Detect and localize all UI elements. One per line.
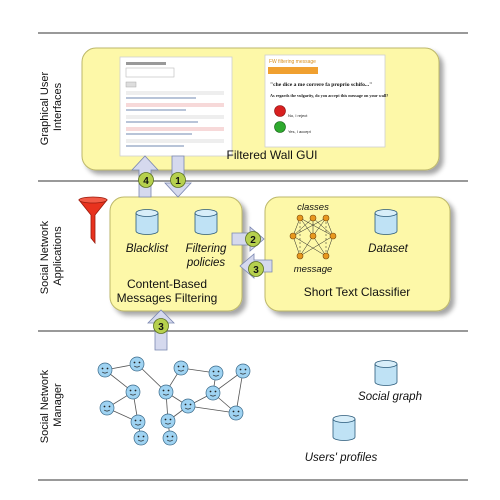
step-2-badge: 2 <box>245 231 261 247</box>
user-node-icon <box>125 384 141 400</box>
user-node-icon <box>235 363 251 379</box>
step-1-badge: 1 <box>170 172 186 188</box>
filter-popup-thumbnail: FW filtering message "che dice a me corr… <box>264 54 388 148</box>
short-text-classifier-box: classes message Dataset Short Text Class… <box>264 196 451 312</box>
cbmf-title-2: Messages Filtering <box>117 291 218 305</box>
classes-label: classes <box>297 202 329 213</box>
user-node-icon <box>162 430 178 446</box>
svg-text:2: 2 <box>250 235 256 246</box>
user-node-icon <box>133 430 149 446</box>
users-profiles-label: Users' profiles <box>305 452 378 464</box>
svg-text:1: 1 <box>175 176 181 187</box>
svg-text:3: 3 <box>158 322 164 333</box>
user-node-icon <box>97 362 113 378</box>
filtering-policies-label-1: Filtering <box>186 243 228 255</box>
svg-text:3: 3 <box>253 265 259 276</box>
user-node-icon <box>129 356 145 372</box>
layer-label-gui: Graphical User Interfaces <box>39 69 64 145</box>
social-graph-database-icon <box>374 360 398 386</box>
filtering-policies-label-2: policies <box>186 257 226 269</box>
layer-separators <box>38 32 468 481</box>
user-node-icon <box>160 413 176 429</box>
cbmf-title-1: Content-Based <box>127 277 207 291</box>
content-based-filtering-box: Blacklist Filtering policies Content-Bas… <box>109 196 243 312</box>
dataset-label: Dataset <box>368 243 408 255</box>
step-3-manager-badge: 3 <box>153 318 169 334</box>
blacklist-database-icon <box>135 209 159 235</box>
step-4-badge: 4 <box>138 172 154 188</box>
reject-option-icon[interactable] <box>274 105 286 117</box>
layer-label-sna: Social Network Applications <box>39 218 64 294</box>
filtered-wall-gui-box: FW filtering message "che dice a me corr… <box>81 47 440 171</box>
step-3-classifier-badge: 3 <box>248 261 264 277</box>
dataset-database-icon <box>374 209 398 235</box>
funnel-icon <box>78 196 108 245</box>
message-label: message <box>294 264 333 275</box>
social-graph-label: Social graph <box>358 391 422 403</box>
wall-screenshot-thumbnail <box>119 56 233 157</box>
social-graph-network <box>97 356 251 446</box>
user-node-icon <box>173 360 189 376</box>
user-node-icon <box>228 405 244 421</box>
accept-option-icon[interactable] <box>274 121 286 133</box>
option-no-label: No, I reject <box>288 113 308 118</box>
user-node-icon <box>180 398 196 414</box>
user-node-icon <box>205 385 221 401</box>
popup-header: FW filtering message <box>269 59 316 65</box>
user-node-icon <box>130 414 146 430</box>
popup-question: As regards the vulgarity, do you accept … <box>270 93 388 98</box>
stc-title: Short Text Classifier <box>304 285 410 299</box>
user-node-icon <box>158 384 174 400</box>
blacklist-label: Blacklist <box>126 243 169 255</box>
svg-text:4: 4 <box>143 176 149 187</box>
user-node-icon <box>208 365 224 381</box>
graph-edge <box>187 405 237 414</box>
user-node-icon <box>99 400 115 416</box>
layer-label-snm: Social Network Manager <box>39 367 64 443</box>
popup-quote: "che dice a me correre fa proprio schifo… <box>270 82 372 88</box>
users-profiles-database-icon <box>332 415 356 441</box>
neural-network-icon <box>289 214 337 260</box>
option-yes-label: Yes, I accept <box>288 129 312 134</box>
filtering-policies-database-icon <box>194 209 218 235</box>
gui-box-title: Filtered Wall GUI <box>227 148 318 162</box>
